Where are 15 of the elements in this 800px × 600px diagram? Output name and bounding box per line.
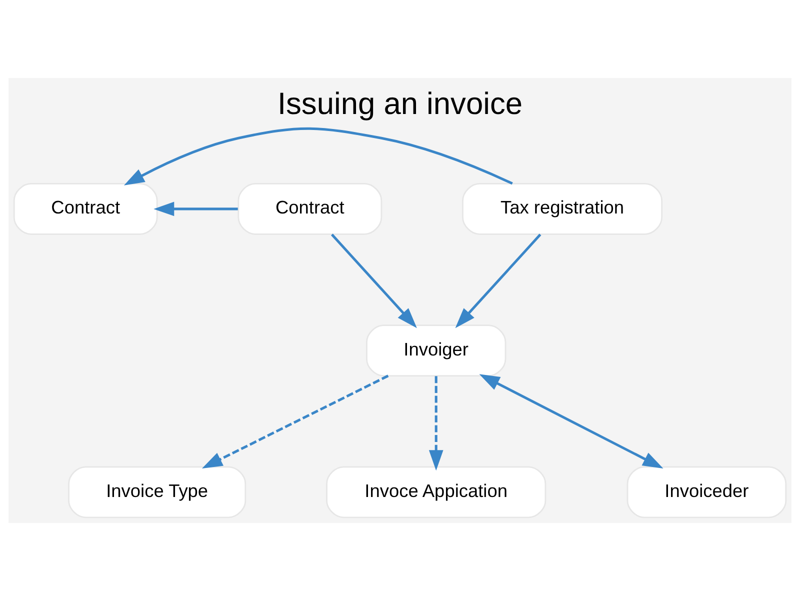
node-box: Contract xyxy=(238,182,382,234)
diagram-title: Issuing an invoice xyxy=(277,85,523,120)
arrow xyxy=(124,126,513,185)
node-box: Invoce Appication xyxy=(326,466,546,518)
node-box: Contract xyxy=(13,182,158,234)
node-box: Invoice Type xyxy=(68,466,246,518)
arrow xyxy=(479,374,664,468)
node-box: Invoiceder xyxy=(626,466,787,518)
arrow xyxy=(428,376,444,470)
node-box: Tax registration xyxy=(462,182,663,234)
arrow xyxy=(202,374,389,468)
arrow xyxy=(330,233,417,328)
arrow xyxy=(154,201,238,216)
arrow xyxy=(455,233,542,328)
node-box: Invoiger xyxy=(366,324,506,376)
